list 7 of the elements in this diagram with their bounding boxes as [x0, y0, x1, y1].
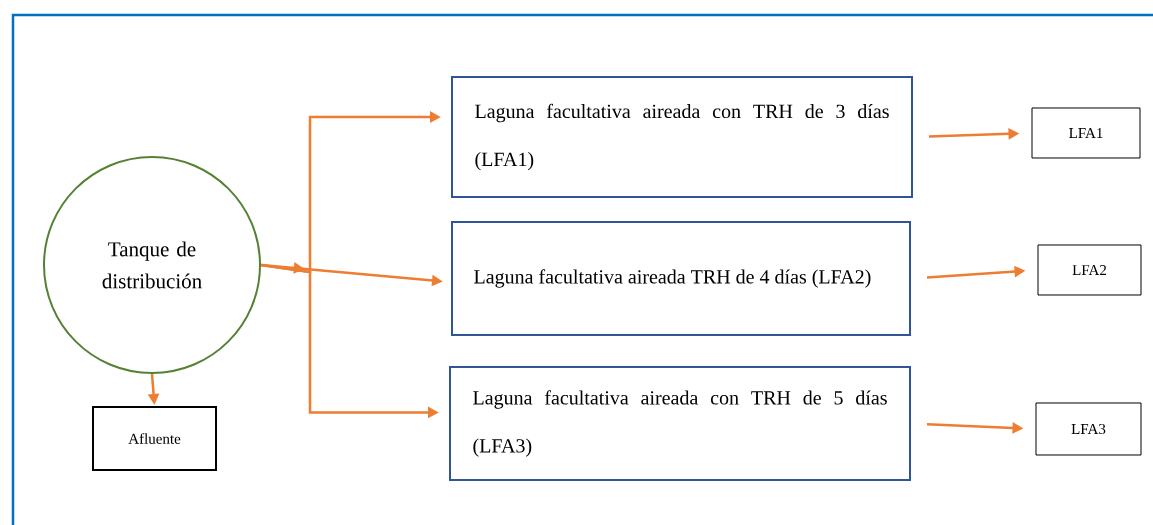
lagoon-box: Laguna facultativa aireada con TRH de 5 días (LFA3): [449, 366, 911, 481]
output-box: LFA1: [1031, 107, 1141, 159]
lagoon-box: Laguna facultativa aireada TRH de 4 días (LFA2): [451, 221, 911, 336]
output-box: LFA3: [1035, 402, 1142, 456]
output-box: Afluente: [92, 406, 217, 471]
output-box: LFA2: [1037, 244, 1142, 296]
lagoon-box: Laguna facultativa aireada con TRH de 3 días (LFA1): [451, 76, 913, 198]
